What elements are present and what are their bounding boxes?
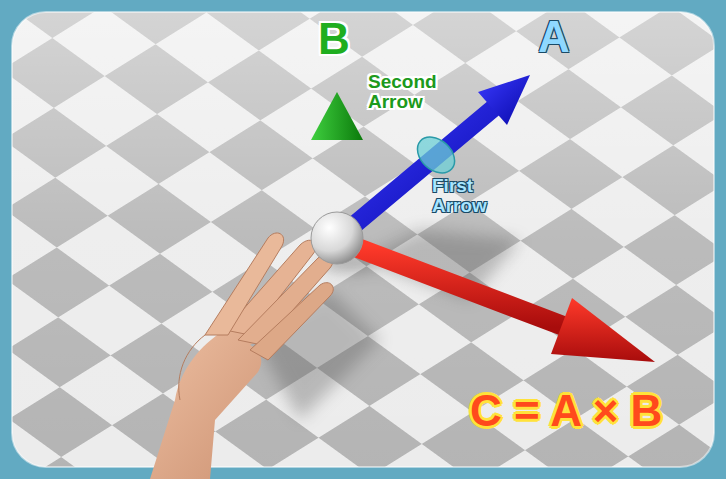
checkerboard-floor: [12, 12, 714, 467]
label-holder: Second Arrow: [368, 72, 446, 112]
arrow-caption: Second Arrow: [368, 72, 446, 112]
hand-thumb: [205, 233, 284, 335]
hand-finger: [250, 283, 333, 360]
arrow-b: [311, 92, 363, 222]
formula: C = A × B: [470, 388, 716, 434]
arrow-head: [551, 298, 655, 362]
label-holder: C = A × B: [470, 388, 716, 434]
arrow-head: [478, 75, 530, 125]
arrow-head: [311, 92, 363, 140]
label-holder: B: [318, 16, 368, 62]
arrow-caption: First Arrow: [432, 176, 504, 216]
arrow-shaft: [350, 245, 566, 327]
label-holder: First Arrow: [432, 176, 504, 216]
arrow-ring: [410, 130, 461, 180]
right-hand: [150, 233, 333, 479]
hand-outline: [179, 335, 205, 400]
vector-letter: A: [538, 14, 588, 60]
arrow-c: [350, 245, 655, 362]
label-holder: A: [538, 14, 588, 60]
floor-haze: [12, 12, 714, 467]
arrow-shaft: [328, 135, 346, 222]
vector-letter: B: [318, 16, 368, 62]
origin-sphere: [311, 212, 363, 264]
floor-panel: [12, 12, 714, 467]
